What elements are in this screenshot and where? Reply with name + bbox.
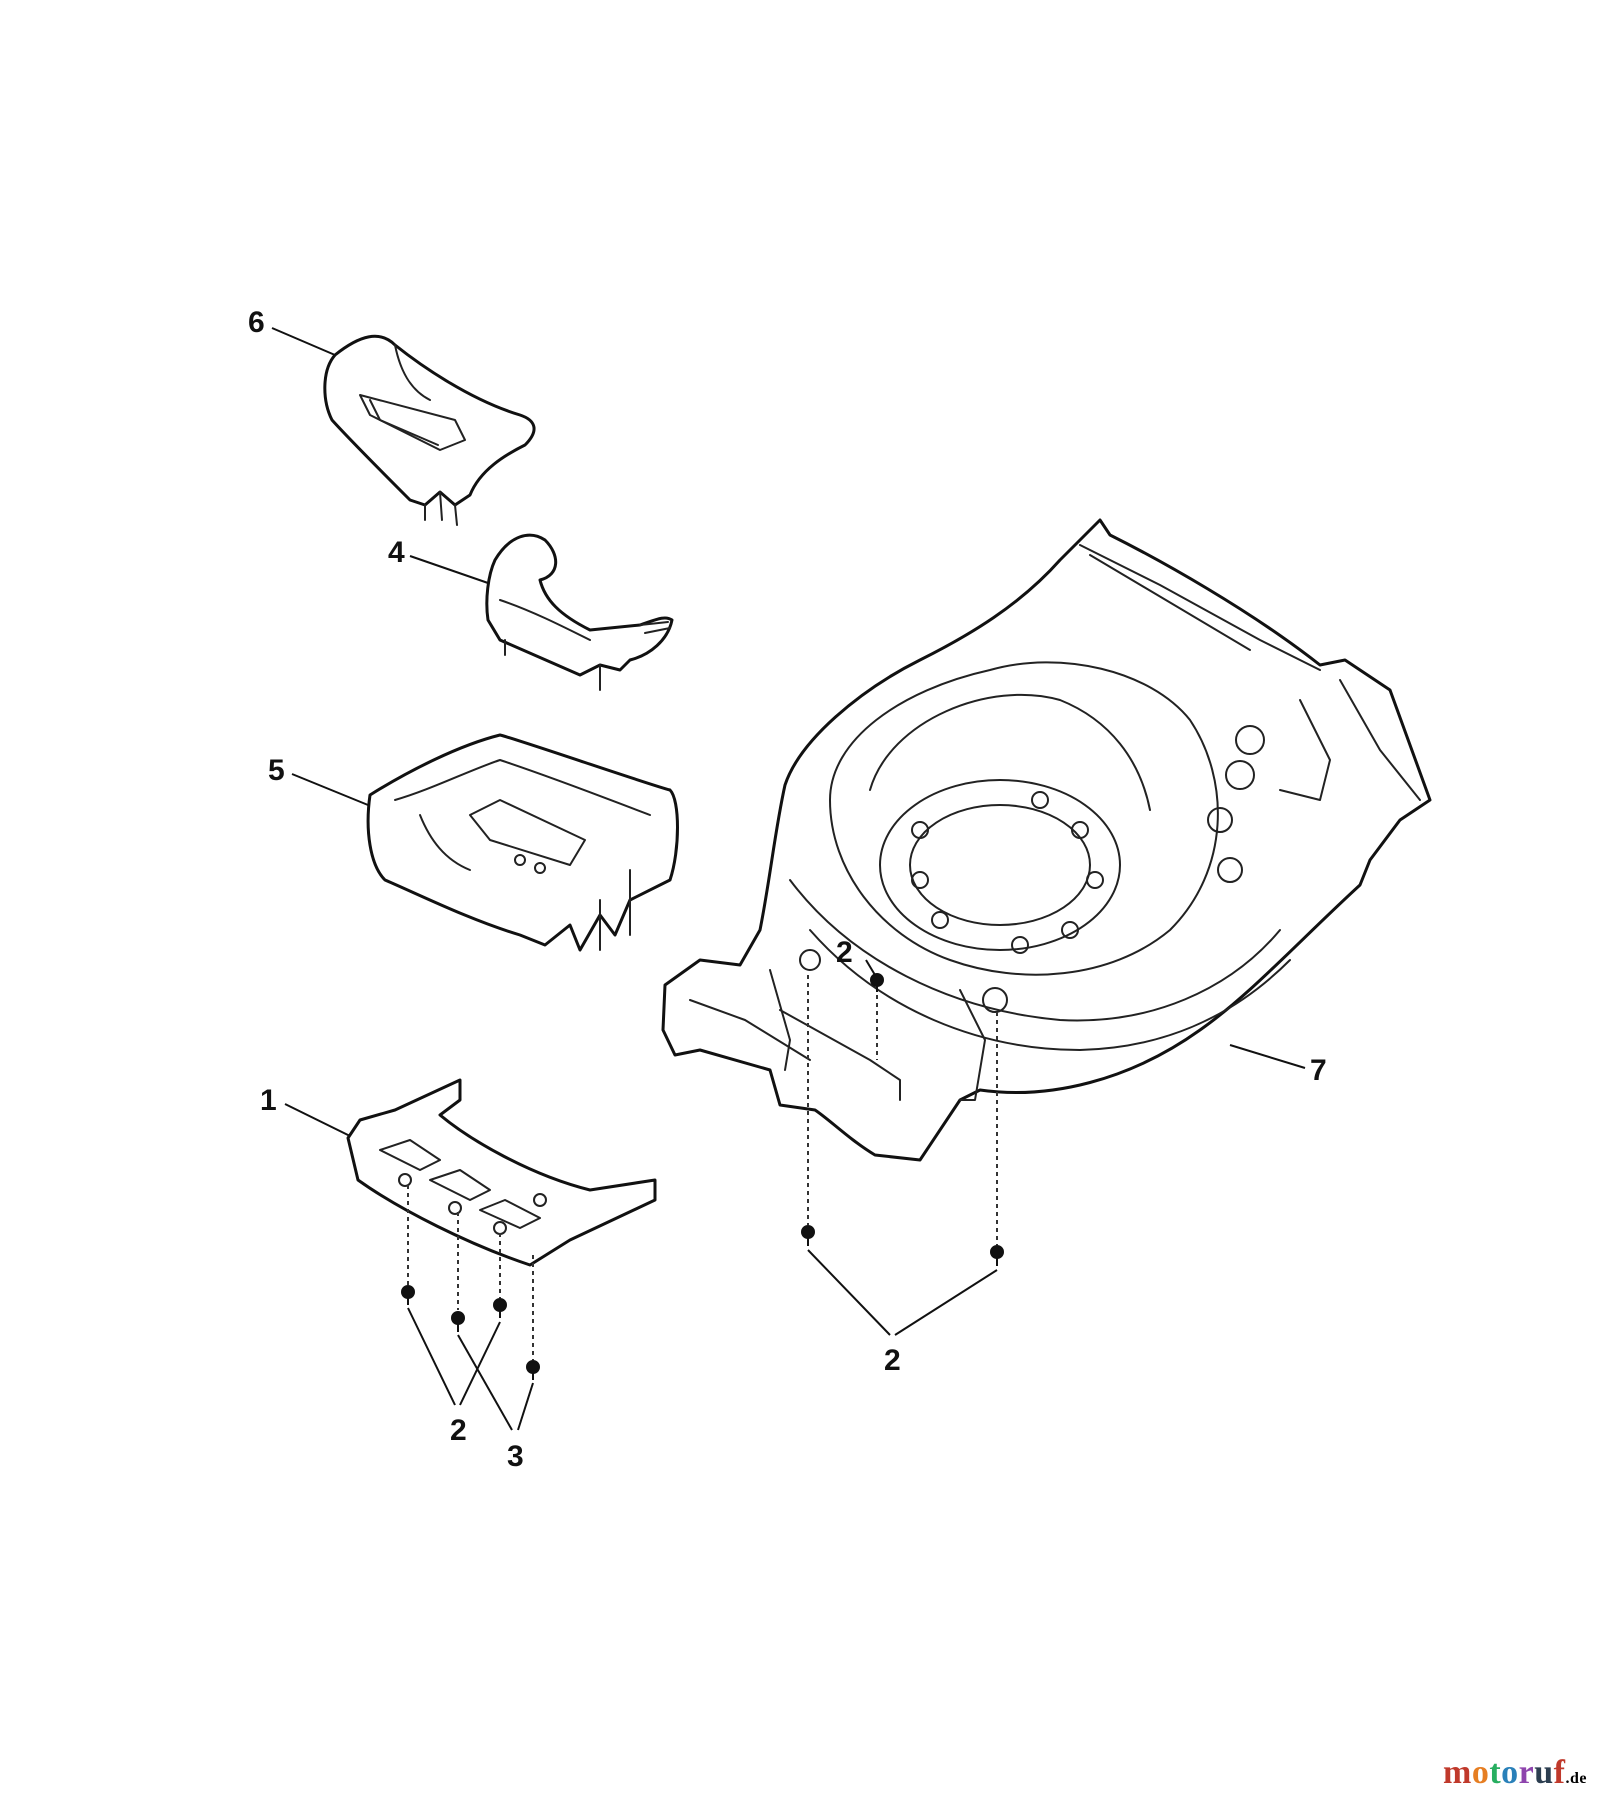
watermark-letter: f [1553, 1754, 1566, 1791]
leader-7 [1229, 1044, 1306, 1069]
watermark-letter: u [1534, 1754, 1554, 1791]
leader-5 [291, 773, 369, 806]
callout-part-6: 6 [248, 306, 265, 339]
callout-part-5: 5 [268, 754, 285, 787]
part-6-handle-cover [323, 334, 536, 526]
part-7-mower-deck [661, 518, 1432, 1162]
part-5-engine-cover [366, 733, 679, 952]
screw-icon [451, 1311, 465, 1332]
screws-left-group [401, 1185, 540, 1431]
leader-1 [284, 1103, 351, 1137]
screw-icon [990, 1245, 1004, 1266]
watermark-main: motoruf [1443, 1754, 1566, 1791]
leader-4 [409, 555, 489, 584]
part-1-protector-plate [346, 1078, 657, 1267]
part-4-handle-bracket [485, 533, 674, 691]
site-watermark-logo: motoruf.de [1443, 1754, 1587, 1792]
callout-part-1: 1 [260, 1084, 277, 1117]
screw-icon [526, 1360, 540, 1380]
screw-icon [801, 1225, 815, 1246]
watermark-letter: o [1501, 1754, 1519, 1791]
screw-icon [401, 1285, 415, 1305]
screws-deck-group [801, 959, 1004, 1336]
callout-screw-2-left: 2 [450, 1414, 467, 1447]
callout-screw-3-left: 3 [507, 1440, 524, 1473]
callout-screw-2-deck-top: 2 [836, 936, 853, 969]
watermark-letter: t [1489, 1754, 1502, 1791]
watermark-letter: m [1443, 1754, 1472, 1791]
callout-screw-2-deck-bottom: 2 [884, 1344, 901, 1377]
watermark-letter: o [1471, 1754, 1490, 1791]
screw-icon [493, 1298, 507, 1318]
watermark-suffix: .de [1565, 1770, 1587, 1787]
watermark-letter: r [1518, 1754, 1535, 1791]
screw-icon [870, 973, 884, 992]
callout-part-7: 7 [1310, 1054, 1327, 1087]
leader-6 [271, 327, 336, 356]
callout-part-4: 4 [388, 536, 405, 569]
